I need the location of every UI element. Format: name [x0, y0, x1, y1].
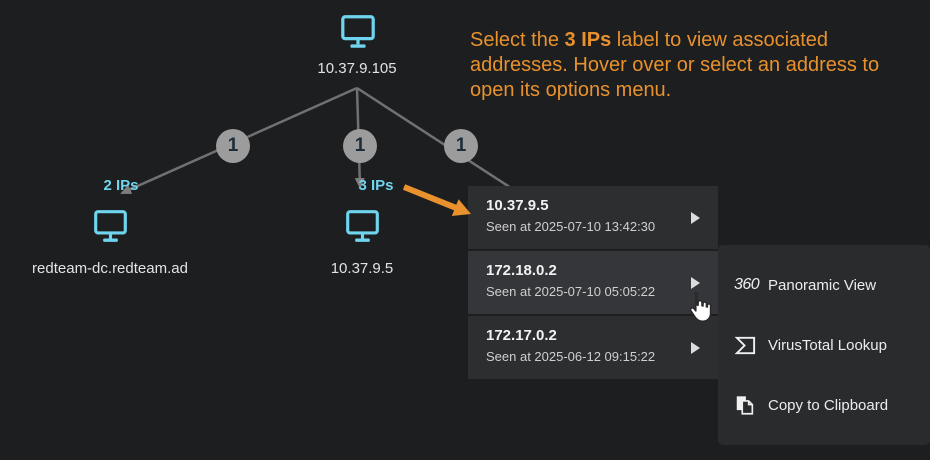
- ip-count-label-3ips[interactable]: 3 IPs: [358, 177, 394, 194]
- chevron-right-icon: [691, 211, 700, 224]
- options-submenu: 360 Panoramic View VirusTotal Lookup Cop…: [718, 245, 930, 445]
- menu-item-label: VirusTotal Lookup: [768, 336, 887, 354]
- chevron-right-icon: [691, 341, 700, 354]
- address-item-1[interactable]: 10.37.9.5 Seen at 2025-07-10 13:42:30: [468, 186, 718, 249]
- menu-item-label: Copy to Clipboard: [768, 396, 889, 414]
- child-node-label[interactable]: redteam-dc.redteam.ad: [32, 260, 188, 277]
- child-node-label[interactable]: 10.37.9.5: [330, 260, 394, 277]
- virustotal-icon: [734, 334, 768, 357]
- address-seen: Seen at 2025-06-12 09:15:22: [486, 349, 656, 364]
- address-seen: Seen at 2025-07-10 13:42:30: [486, 219, 656, 234]
- copy-icon: [734, 394, 768, 417]
- chevron-right-icon: [691, 276, 700, 289]
- address-item-3[interactable]: 172.17.0.2 Seen at 2025-06-12 09:15:22: [468, 316, 718, 379]
- instruction-post: label to view associated addresses. Hove…: [470, 29, 880, 101]
- menu-item-copy-to-clipboard[interactable]: Copy to Clipboard: [718, 375, 930, 435]
- monitor-icon[interactable]: [344, 208, 381, 250]
- address-item-2[interactable]: 172.18.0.2 Seen at 2025-07-10 05:05:22: [468, 251, 718, 314]
- monitor-icon[interactable]: [339, 13, 377, 56]
- address-seen: Seen at 2025-07-10 05:05:22: [486, 284, 656, 299]
- address-ip: 172.18.0.2: [486, 262, 557, 279]
- badge-value: 1: [227, 135, 239, 156]
- panoramic-360-icon: 360: [734, 276, 760, 293]
- menu-item-virustotal-lookup[interactable]: VirusTotal Lookup: [718, 315, 930, 375]
- edge-count-badge[interactable]: 1: [444, 129, 478, 163]
- menu-item-label: Panoramic View: [768, 276, 877, 294]
- badge-value: 1: [354, 135, 366, 156]
- instruction-bold: 3 IPs: [564, 29, 612, 51]
- menu-item-panoramic-view[interactable]: 360 Panoramic View: [718, 255, 930, 315]
- edge-count-badge[interactable]: 1: [343, 129, 377, 163]
- address-ip: 10.37.9.5: [486, 197, 549, 214]
- edge-count-badge[interactable]: 1: [216, 129, 250, 163]
- badge-value: 1: [455, 135, 467, 156]
- hand-pointer-cursor-icon: [682, 290, 716, 331]
- root-node-label[interactable]: 10.37.9.105: [317, 60, 397, 77]
- instruction-text: Select the 3 IPs label to view associate…: [470, 28, 922, 103]
- instruction-pre: Select the: [470, 29, 565, 51]
- monitor-icon[interactable]: [92, 208, 129, 250]
- address-ip: 172.17.0.2: [486, 327, 557, 344]
- address-popup-menu: 10.37.9.5 Seen at 2025-07-10 13:42:30 17…: [468, 186, 718, 381]
